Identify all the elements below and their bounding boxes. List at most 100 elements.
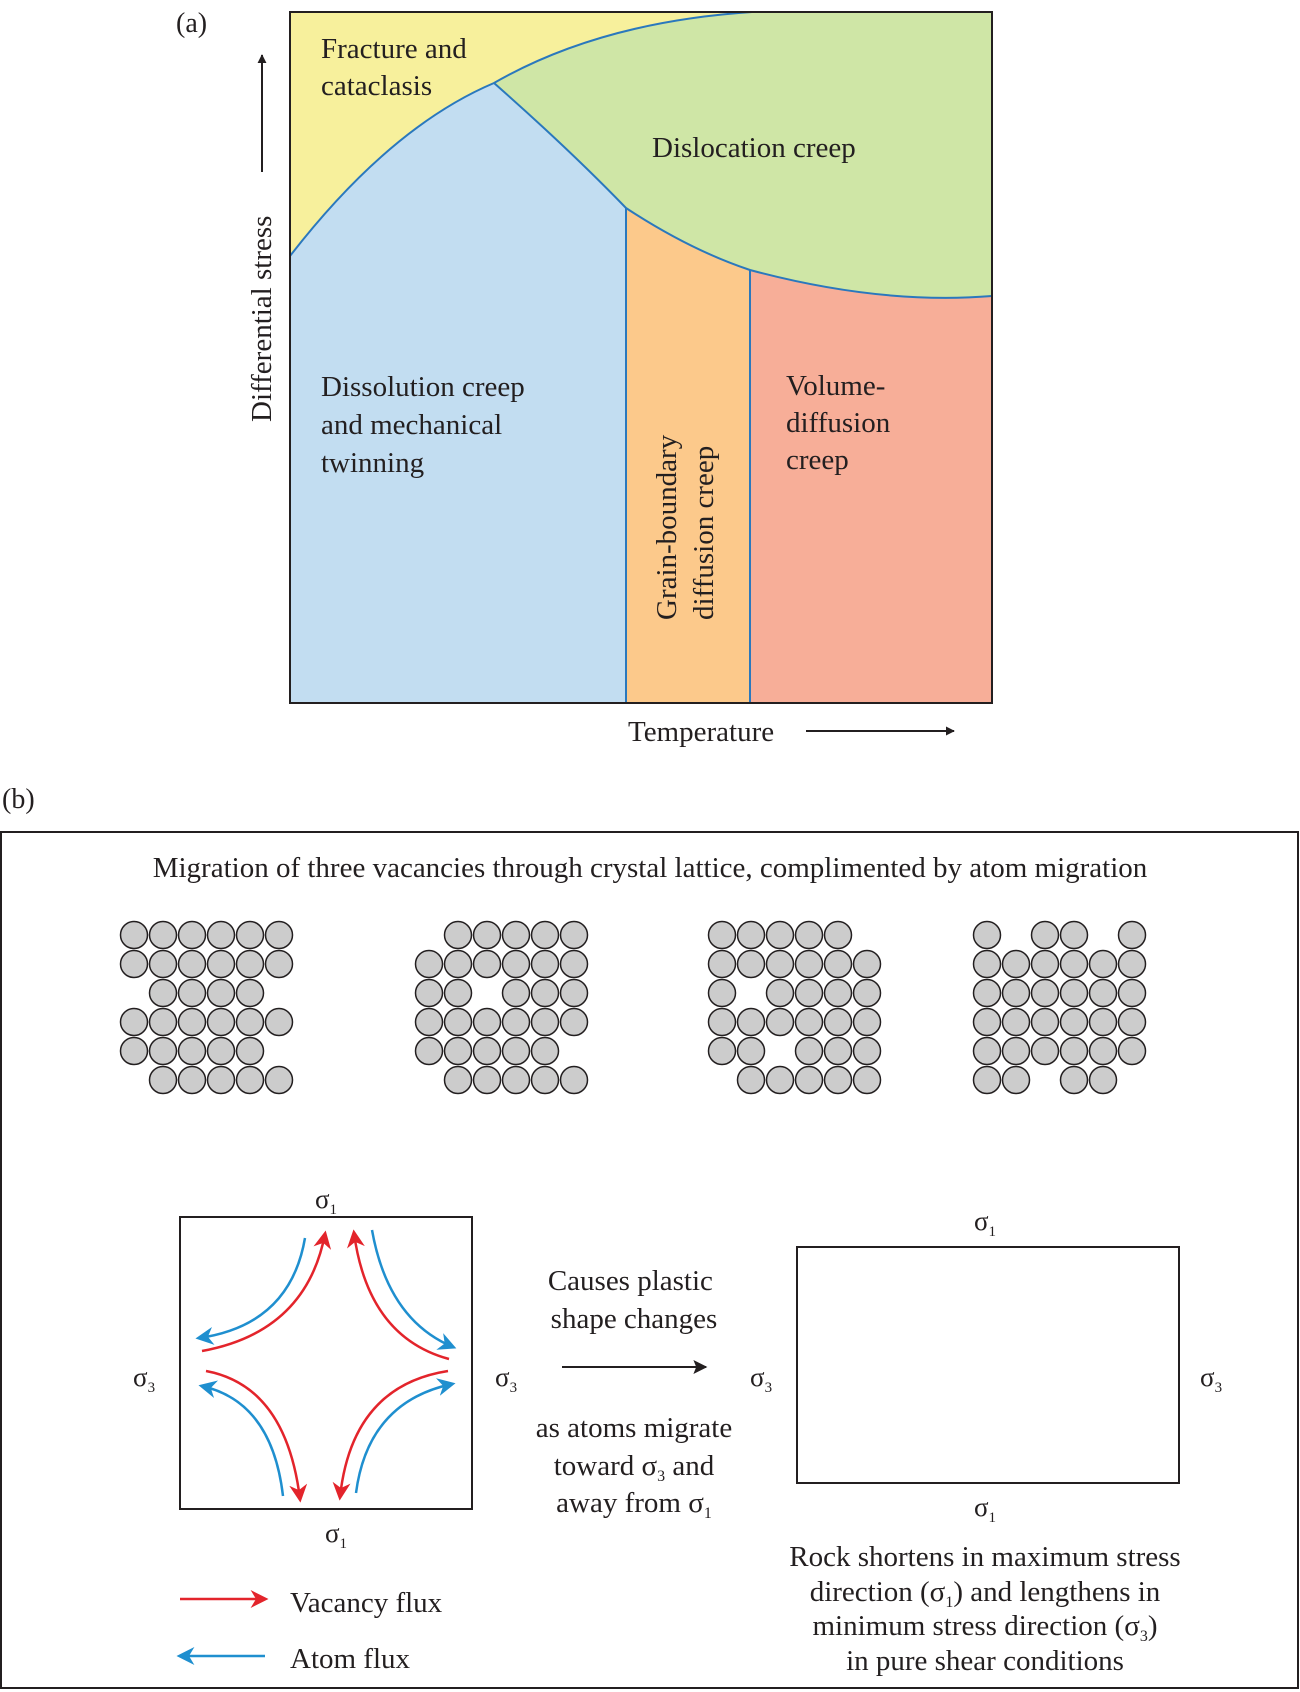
sigma-left-right: σ3 (750, 1362, 772, 1396)
atom (765, 978, 795, 1008)
atom (206, 1065, 236, 1095)
region-dissolution (290, 83, 626, 703)
label-dissolution: Dissolution creep and mechanical twinnin… (321, 371, 532, 479)
atom (972, 1007, 1002, 1037)
atom (823, 1065, 853, 1095)
atom (852, 1065, 882, 1095)
flux-arrows (195, 1229, 457, 1503)
atom (530, 978, 560, 1008)
atom (736, 949, 766, 979)
panel-b-label: (b) (2, 784, 35, 815)
atom (148, 1007, 178, 1037)
atom (235, 1065, 265, 1095)
caption-line3: minimum stress direction (σ3) (812, 1610, 1157, 1645)
atom (852, 1036, 882, 1066)
sigma-right-right: σ3 (1200, 1362, 1222, 1396)
atom (264, 920, 294, 950)
atom (530, 1036, 560, 1066)
atom (794, 1036, 824, 1066)
lattice-4 (972, 920, 1147, 1095)
atom (1088, 1065, 1118, 1095)
region-boundaries (289, 11, 993, 703)
atom (530, 920, 560, 950)
label-fracture: Fracture and cataclasis (321, 33, 474, 102)
atom (707, 949, 737, 979)
atom (765, 949, 795, 979)
atom (148, 920, 178, 950)
lattice-1 (119, 920, 294, 1095)
atom (206, 978, 236, 1008)
atom (707, 1007, 737, 1037)
panel-b: (b) Migration of three vacancies through… (0, 784, 1299, 1689)
region-dislocation (494, 12, 992, 298)
atom (206, 920, 236, 950)
atom (148, 949, 178, 979)
panel-a: (a) Fracture and cataclasis Dislocation … (176, 8, 993, 748)
atom (177, 1036, 207, 1066)
sigma-top-left: σ1 (315, 1184, 337, 1218)
atom (559, 1007, 589, 1037)
atom-flux-arrow-bl (198, 1380, 285, 1497)
label-dislocation: Dislocation creep (652, 132, 856, 164)
label-dissolution-line3: twinning (321, 447, 424, 479)
label-dissolution-line1: Dissolution creep (321, 371, 525, 403)
atom (794, 920, 824, 950)
atom (1059, 1065, 1089, 1095)
atom (501, 1036, 531, 1066)
atom (414, 1007, 444, 1037)
stress-box-left (179, 1216, 473, 1510)
atom (736, 1007, 766, 1037)
atom (177, 978, 207, 1008)
atom (765, 1065, 795, 1095)
legend-vacancy-label: Vacancy flux (290, 1587, 443, 1619)
caption-line1: Rock shortens in maximum stress (789, 1541, 1180, 1573)
atom (472, 949, 502, 979)
region-fracture (290, 12, 752, 256)
atom (1088, 949, 1118, 979)
label-volume-line2: diffusion (786, 407, 891, 439)
vacancy-flux-arrow-br (332, 1369, 449, 1501)
region-grain-boundary (626, 208, 750, 703)
vacancy-flux-arrow-bl (205, 1369, 308, 1503)
sigma-bottom-left: σ1 (325, 1518, 347, 1552)
atom (1059, 1036, 1089, 1066)
atom (1030, 978, 1060, 1008)
middle-bottom-line1: as atoms migrate (536, 1412, 733, 1444)
atom (264, 949, 294, 979)
caption-line4: in pure shear conditions (846, 1645, 1124, 1677)
atom (1030, 920, 1060, 950)
atom (235, 978, 265, 1008)
atom (443, 1065, 473, 1095)
atom-flux-arrow-tr (370, 1229, 457, 1350)
vacancy-flux-arrow-tr (347, 1229, 450, 1361)
atom (972, 978, 1002, 1008)
atom (177, 1007, 207, 1037)
atom (972, 1036, 1002, 1066)
atom (472, 1007, 502, 1037)
atom (1059, 978, 1089, 1008)
atom (823, 949, 853, 979)
legend-atom-label: Atom flux (290, 1643, 411, 1675)
vacancy-flux-arrow-tl (201, 1230, 332, 1353)
atom (1088, 978, 1118, 1008)
atom (501, 978, 531, 1008)
atom (1059, 1007, 1089, 1037)
atom (501, 949, 531, 979)
atom-flux-arrow-br (354, 1378, 456, 1494)
atom (472, 920, 502, 950)
atom (707, 978, 737, 1008)
label-grain-line1: Grain-boundary (651, 434, 683, 620)
atom (264, 1065, 294, 1095)
atom (472, 1036, 502, 1066)
atom (1001, 1036, 1031, 1066)
atom (1059, 949, 1089, 979)
atom (443, 1036, 473, 1066)
atom (148, 1036, 178, 1066)
atom (736, 920, 766, 950)
sigma-top-right: σ1 (974, 1206, 996, 1240)
x-axis-label: Temperature (628, 716, 774, 748)
atom (1059, 920, 1089, 950)
atom (736, 1036, 766, 1066)
lattice-group (119, 920, 1147, 1095)
atom (765, 920, 795, 950)
